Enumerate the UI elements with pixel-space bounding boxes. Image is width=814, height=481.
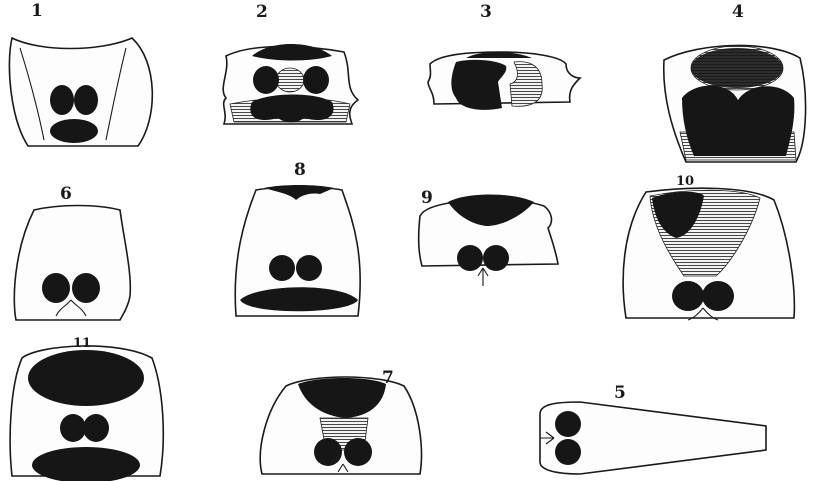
figure-7 xyxy=(260,377,421,474)
figure-6 xyxy=(14,206,130,321)
eye-right xyxy=(296,255,322,281)
figure-label-1: 1 xyxy=(31,3,43,20)
figure-label-3: 3 xyxy=(480,4,492,21)
figure-label-8: 8 xyxy=(294,162,306,179)
dark-patch-top xyxy=(28,350,144,406)
figure-label-5: 5 xyxy=(614,385,626,402)
eye-left xyxy=(253,66,279,94)
eye-right xyxy=(83,414,109,442)
figure-1 xyxy=(9,38,152,146)
eye-left xyxy=(60,414,86,442)
figure-11 xyxy=(10,346,163,481)
figure-label-6: 6 xyxy=(60,186,72,203)
eye-right xyxy=(72,273,100,303)
figure-label-10: 10 xyxy=(676,175,694,188)
dark-patch-bottom xyxy=(250,95,333,123)
eye-left xyxy=(672,281,704,311)
eye-right xyxy=(74,85,98,115)
dark-patch-main xyxy=(451,60,506,110)
figure-label-4: 4 xyxy=(732,4,744,21)
figure-label-7: 7 xyxy=(382,370,394,387)
figure-label-9: 9 xyxy=(421,190,433,207)
dark-patch-top xyxy=(691,48,783,88)
figure-2 xyxy=(223,44,358,124)
figure-9 xyxy=(419,195,558,287)
eye-right xyxy=(303,66,329,94)
eye-right xyxy=(344,438,372,466)
dark-patch xyxy=(50,119,98,143)
eye-left xyxy=(314,438,342,466)
eye-top xyxy=(555,411,581,437)
eye-right xyxy=(483,245,509,271)
eye-bottom xyxy=(555,439,581,465)
figure-3 xyxy=(428,52,580,110)
eye-left xyxy=(269,255,295,281)
figure-5 xyxy=(540,402,766,474)
figure-label-11: 11 xyxy=(73,337,91,350)
eye-left xyxy=(50,85,74,115)
figure-8 xyxy=(235,185,360,316)
figure-label-2: 2 xyxy=(256,4,268,21)
eye-left xyxy=(42,273,70,303)
figure-10 xyxy=(623,188,794,320)
eye-right xyxy=(702,281,734,311)
figure-4 xyxy=(664,45,806,162)
eye-left xyxy=(457,245,483,271)
